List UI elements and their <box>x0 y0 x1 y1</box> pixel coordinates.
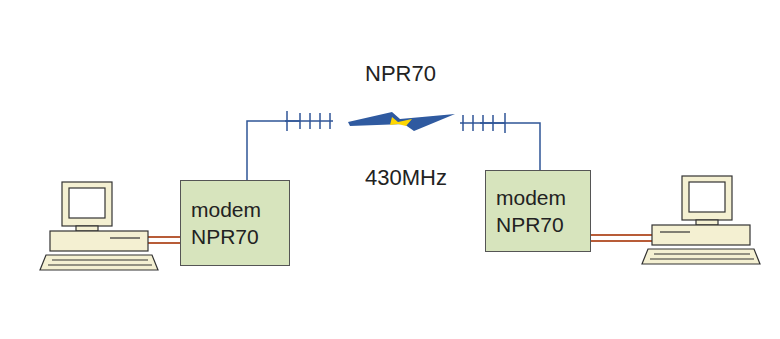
computer-icon <box>642 176 760 264</box>
lightning-bolt <box>348 112 455 131</box>
modem-label: modem NPR70 <box>191 196 279 251</box>
yagi-antenna <box>460 113 505 133</box>
antenna-feed <box>247 121 300 180</box>
modem-box: modem NPR70 <box>485 170 591 252</box>
antenna-feed <box>480 123 540 170</box>
modem-label: modem NPR70 <box>496 184 580 239</box>
diagram-title: NPR70 <box>365 61 436 87</box>
lightning-spark <box>390 117 412 126</box>
yagi-antenna <box>285 111 333 131</box>
computer-icon <box>40 182 158 270</box>
frequency-label: 430MHz <box>365 165 447 191</box>
modem-box: modem NPR70 <box>180 180 290 266</box>
